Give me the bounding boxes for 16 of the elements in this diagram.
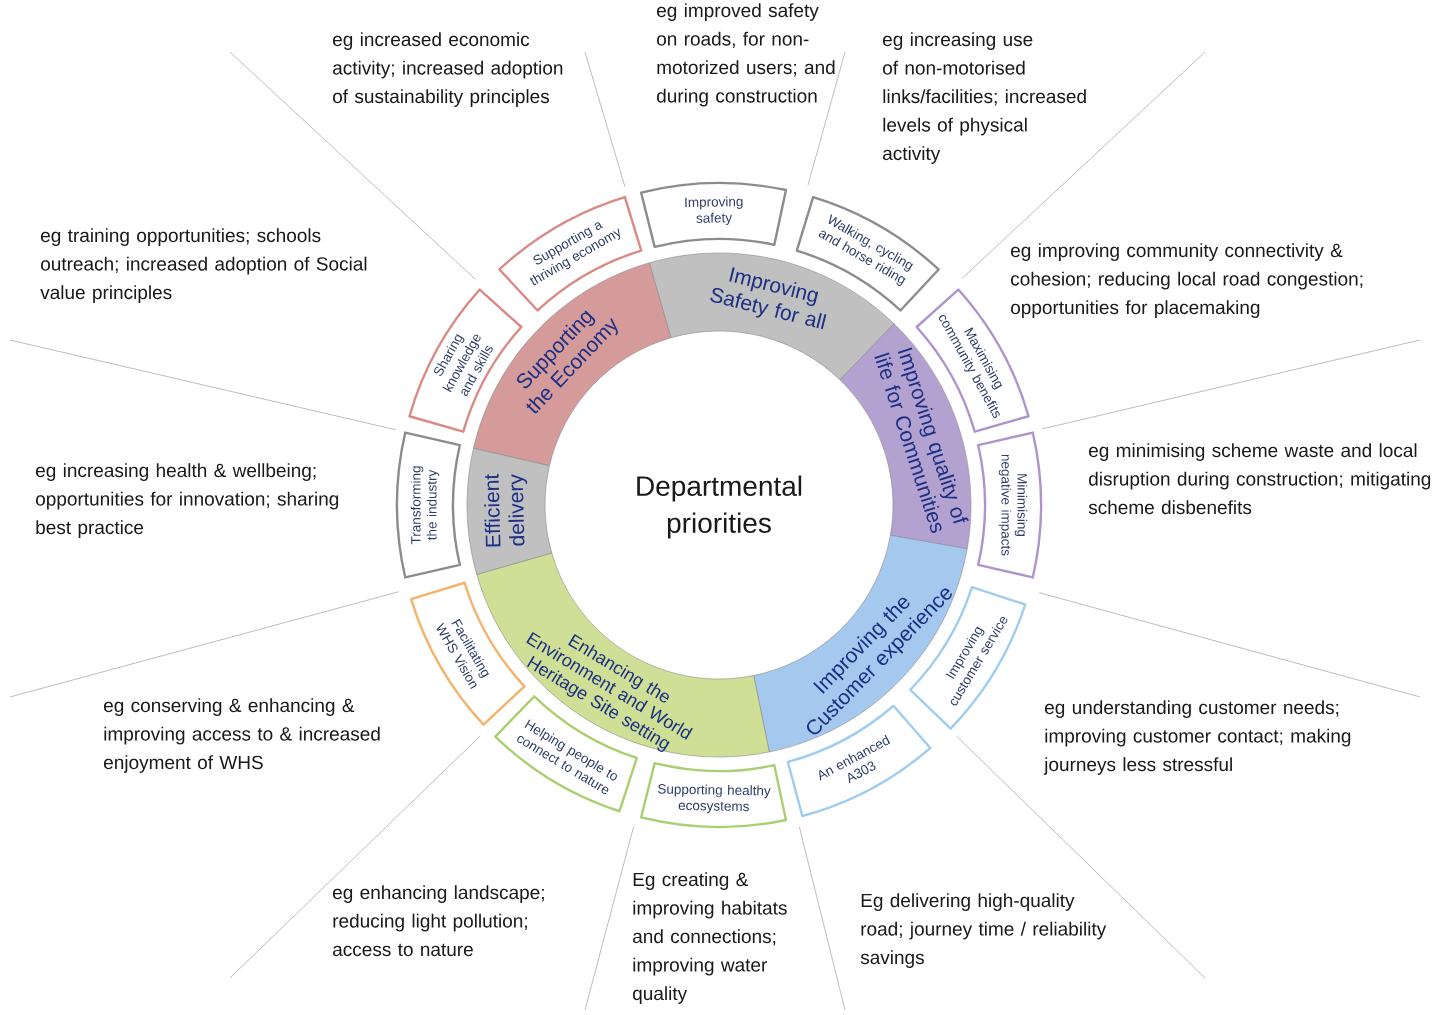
example-text: eg understanding customer needs; improving customer contact; making journeys less stressful <box>1043 700 1351 775</box>
example-text: Eg creating & improving habitats and connections; improving water quality <box>633 872 787 1004</box>
example-text: eg enhancing landscape; reducing light pollution; access to nature <box>333 885 544 957</box>
objective-box: Minimising negative impacts <box>977 431 1043 579</box>
objective-box: Improving safety <box>639 181 788 249</box>
example-text: eg conserving & enhancing & improving access to & increased enjoyment of WHS <box>104 698 380 773</box>
example-text: eg training opportunities; schools outreach; increased adoption of Social value principles <box>40 228 367 303</box>
objective-box: Transforming the industry <box>395 431 462 579</box>
example-text: eg minimising scheme waste and local disruption during construction; mitigating scheme disbenefits <box>1088 443 1431 515</box>
example-text: eg increasing use of non-motorised links/facilities; increased levels of physical activity <box>883 32 1086 164</box>
example-text: Eg delivering high-quality road; journey time / reliability savings <box>860 893 1107 968</box>
priority-segment: Efficient delivery <box>466 448 553 575</box>
example-text: eg increasing health & wellbeing; opportunities for innovation; sharing best practice <box>36 463 339 538</box>
example-text: eg improved safety on roads, for non-motorized users; and during construction <box>657 3 835 107</box>
objective-box: Supporting healthy ecosystems <box>639 761 788 829</box>
example-text: eg increased economic activity; increased adoption of sustainability principles <box>333 32 563 107</box>
